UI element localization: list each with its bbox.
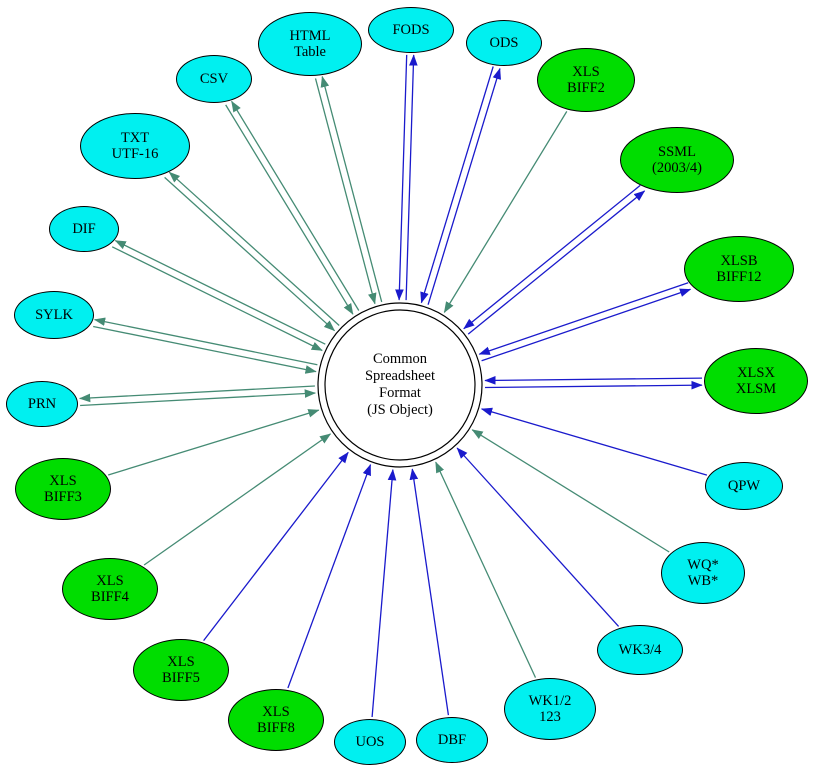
edge-xls-biff8-read	[287, 464, 372, 689]
edge-wq-wb-read	[471, 429, 670, 553]
node-label: HTML	[289, 27, 331, 44]
edge-wk12-123-read	[435, 461, 537, 678]
node-label: BIFF3	[44, 489, 82, 505]
center-label-line: Format	[379, 385, 421, 401]
center-label-line: Spreadsheet	[364, 367, 436, 384]
node-label: FODS	[392, 21, 430, 38]
node-csv: CSV	[176, 55, 252, 103]
node-prn: PRN	[6, 381, 78, 427]
node-label: XLSM	[735, 381, 777, 397]
node-qpw: QPW	[705, 462, 783, 510]
edge-ssml-write	[467, 190, 646, 335]
edge-prn-write	[78, 385, 315, 403]
node-label: WB*	[687, 573, 719, 589]
node-fods: FODS	[368, 7, 454, 53]
node-label: WQ*	[687, 556, 719, 573]
node-sylk: SYLK	[14, 291, 94, 339]
edge-dif-write	[114, 240, 326, 345]
node-wk34: WK3/4	[597, 625, 683, 675]
node-label: XLS	[96, 572, 124, 589]
edge-txt-utf16-write	[168, 171, 340, 326]
node-label: WK1/2	[528, 692, 572, 709]
edge-ods-read	[420, 66, 494, 304]
node-label: XLS	[262, 703, 290, 720]
edge-xls-biff2-read	[443, 111, 568, 313]
edge-csv-read	[225, 104, 354, 315]
edge-xls-biff3-read	[108, 409, 320, 476]
node-label: BIFF8	[257, 720, 295, 736]
center-label-line: (JS Object)	[367, 402, 433, 419]
edge-html-table-write	[320, 75, 383, 303]
node-label: DIF	[72, 220, 96, 237]
edge-html-table-read	[314, 78, 377, 305]
node-ods: ODS	[466, 20, 542, 66]
node-label: TXT	[120, 129, 150, 146]
node-label: UTF-16	[111, 146, 159, 162]
node-label: XLSX	[737, 364, 775, 381]
node-label: BIFF5	[162, 670, 200, 686]
edge-wk34-read	[456, 447, 620, 627]
node-label: 123	[539, 709, 561, 725]
edge-dbf-read	[409, 468, 450, 716]
node-label: BIFF2	[567, 80, 605, 96]
node-label: UOS	[355, 733, 385, 750]
center-node-outer-circle	[317, 302, 483, 468]
edge-xls-biff4-read	[143, 433, 332, 566]
edge-xlsx-xlsm-write	[484, 380, 703, 390]
node-label: XLS	[167, 653, 195, 670]
node-label: WK3/4	[618, 641, 662, 658]
node-label: QPW	[727, 477, 761, 494]
edge-csv-write	[231, 100, 360, 311]
node-wq-wb: WQ*WB*	[661, 542, 745, 604]
node-label: ODS	[489, 34, 519, 51]
edge-fods-read	[395, 54, 408, 301]
edge-sylk-read	[93, 325, 317, 374]
node-label: XLSB	[720, 252, 758, 269]
edge-uos-read	[371, 469, 397, 718]
node-label: PRN	[27, 395, 57, 412]
edge-ssml-read	[463, 184, 641, 330]
node-label: CSV	[199, 70, 229, 87]
node-label: DBF	[437, 731, 467, 748]
node-label: BIFF12	[716, 269, 762, 285]
node-dif: DIF	[49, 206, 119, 252]
node-label: SSML	[658, 143, 696, 160]
edge-prn-read	[80, 389, 317, 407]
edge-ods-write	[427, 67, 501, 305]
node-label: Table	[294, 44, 326, 60]
edge-xlsb-biff12-read	[478, 282, 689, 355]
edge-xls-biff5-read	[203, 451, 349, 641]
edge-dif-read	[111, 246, 323, 352]
center-label-line: Common	[373, 350, 427, 367]
edge-txt-utf16-read	[164, 176, 336, 332]
edge-qpw-read	[480, 407, 708, 476]
node-uos: UOS	[334, 719, 406, 765]
node-label: (2003/4)	[652, 160, 702, 176]
edge-xlsb-biff12-write	[481, 288, 692, 362]
edge-xlsx-xlsm-read	[484, 376, 703, 385]
edge-fods-write	[405, 54, 418, 301]
center-node-inner-circle	[324, 309, 476, 461]
node-label: XLS	[49, 472, 77, 489]
node-dbf: DBF	[416, 717, 488, 763]
node-label: SYLK	[35, 306, 73, 323]
node-label: BIFF4	[91, 589, 129, 605]
node-ssml: SSML(2003/4)	[620, 127, 734, 193]
node-label: XLS	[572, 63, 600, 80]
edge-sylk-write	[93, 317, 318, 366]
